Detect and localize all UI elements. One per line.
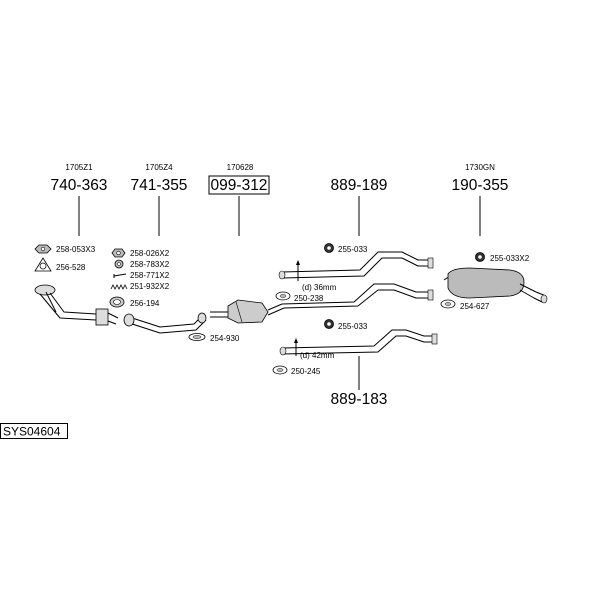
bolt-icon — [113, 273, 127, 278]
fitting-label[interactable]: 251-932X2 — [130, 282, 170, 291]
front-pipe-part-drawing — [123, 312, 207, 334]
group-889-189[interactable]: 889-189 — [331, 177, 388, 236]
middle-pipe-part-drawing — [278, 251, 434, 280]
part-number[interactable]: 741-355 — [131, 177, 188, 194]
intermediate-pipe-part-drawing — [281, 283, 434, 309]
fitting-label[interactable]: 255-033 — [338, 245, 368, 254]
group-190-355[interactable]: 1730GN 190-355 — [452, 163, 509, 236]
washer-icon — [114, 259, 124, 269]
clamp-icon — [440, 299, 456, 309]
catalytic-converter-part-drawing — [210, 299, 285, 324]
clamp-icon — [188, 333, 206, 341]
ref-code: 1705Z1 — [65, 163, 93, 172]
group-741-355[interactable]: 1705Z4 741-355 — [131, 163, 188, 236]
group-740-363[interactable]: 1705Z1 740-363 — [51, 163, 108, 236]
fitting-label[interactable]: 256-528 — [56, 263, 86, 272]
fitting-label[interactable]: 255-033X2 — [490, 254, 530, 263]
ring-gasket-icon — [109, 296, 125, 308]
diagram-code-badge: SYS04604 — [0, 423, 68, 439]
fitting-label[interactable]: 250-238 — [294, 294, 324, 303]
ref-code: 1705Z4 — [145, 163, 173, 172]
clamp-icon — [272, 365, 288, 375]
fitting-label[interactable]: 254-627 — [460, 302, 490, 311]
part-number[interactable]: 099-312 — [211, 177, 268, 194]
diameter-label[interactable]: (d) 42mm — [300, 351, 335, 360]
arrow-head — [296, 260, 300, 265]
fitting-label[interactable]: 258-026X2 — [130, 249, 170, 258]
fitting-label[interactable]: 258-053X3 — [56, 245, 96, 254]
rubber-mount-icon — [475, 252, 485, 262]
part-number[interactable]: 889-183 — [331, 391, 388, 408]
gasket-icon — [34, 257, 52, 272]
part-number[interactable]: 740-363 — [51, 177, 108, 194]
ref-code: 1730GN — [465, 163, 495, 172]
part-number[interactable]: 190-355 — [452, 177, 509, 194]
rubber-mount-icon — [324, 319, 334, 329]
rubber-mount-icon — [324, 243, 334, 253]
fitting-label[interactable]: 250-245 — [291, 367, 321, 376]
fitting-label[interactable]: 255-033 — [338, 322, 368, 331]
arrow-head — [294, 338, 298, 343]
diagram-code: SYS04604 — [3, 425, 61, 439]
spring-icon — [110, 284, 128, 290]
part-number[interactable]: 889-189 — [331, 177, 388, 194]
fitting-label[interactable]: 258-771X2 — [130, 271, 170, 280]
fitting-label[interactable]: 256-194 — [130, 299, 160, 308]
ref-code: 170628 — [227, 163, 254, 172]
fitting-label[interactable]: 258-783X2 — [130, 260, 170, 269]
clamp-icon — [275, 291, 291, 301]
diameter-label[interactable]: (d) 36mm — [302, 283, 337, 292]
group-099-312[interactable]: 170628 099-312 — [208, 163, 270, 236]
fitting-label[interactable]: 254-930 — [210, 334, 240, 343]
rear-silencer-part-drawing — [443, 267, 548, 304]
highlight-box — [208, 175, 270, 195]
downpipe-part-drawing — [34, 284, 119, 326]
nut-icon — [34, 244, 52, 254]
nut-icon — [111, 248, 126, 258]
group-889-183[interactable]: 889-183 — [331, 356, 388, 408]
lower-pipe-part-drawing — [279, 329, 438, 356]
